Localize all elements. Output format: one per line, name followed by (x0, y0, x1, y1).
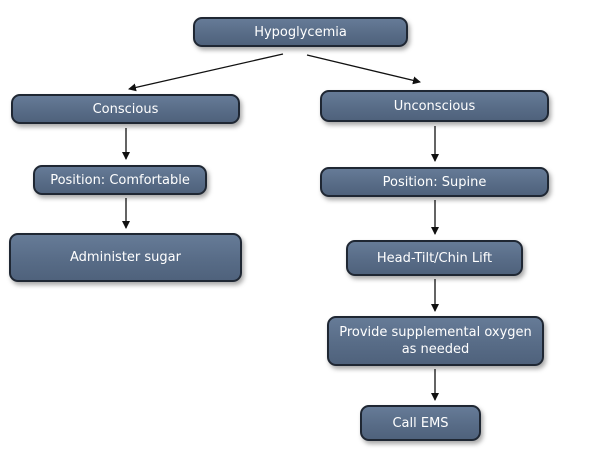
node-supplemental-oxygen-text: Provide supplemental oxygen as needed (339, 324, 532, 358)
node-administer-sugar: Administer sugar (9, 233, 242, 282)
node-unconscious-label: Unconscious (393, 98, 476, 114)
node-position-supine: Position: Supine (320, 167, 549, 197)
node-hypoglycemia: Hypoglycemia (193, 17, 408, 47)
node-hypoglycemia-label: Hypoglycemia (254, 24, 347, 40)
node-position-supine-label: Position: Supine (382, 174, 487, 190)
node-conscious: Conscious (11, 94, 240, 124)
node-supplemental-oxygen: Provide supplemental oxygen as needed (327, 316, 544, 366)
arrow-hypoglycemia-to-unconscious (306, 54, 421, 85)
node-position-comfortable-label: Position: Comfortable (50, 172, 190, 188)
node-head-tilt-label: Head-Tilt/Chin Lift (376, 250, 493, 266)
arrow-hypoglycemia-to-conscious (128, 53, 284, 92)
node-call-ems: Call EMS (360, 405, 481, 441)
node-head-tilt: Head-Tilt/Chin Lift (346, 240, 523, 276)
node-supplemental-oxygen-line1: Provide supplemental oxygen (339, 325, 532, 340)
node-call-ems-label: Call EMS (392, 415, 449, 431)
node-position-comfortable: Position: Comfortable (33, 165, 207, 195)
node-conscious-label: Conscious (92, 101, 159, 117)
node-supplemental-oxygen-line2: as needed (401, 342, 470, 357)
node-administer-sugar-label: Administer sugar (70, 250, 181, 265)
node-unconscious: Unconscious (320, 90, 549, 122)
